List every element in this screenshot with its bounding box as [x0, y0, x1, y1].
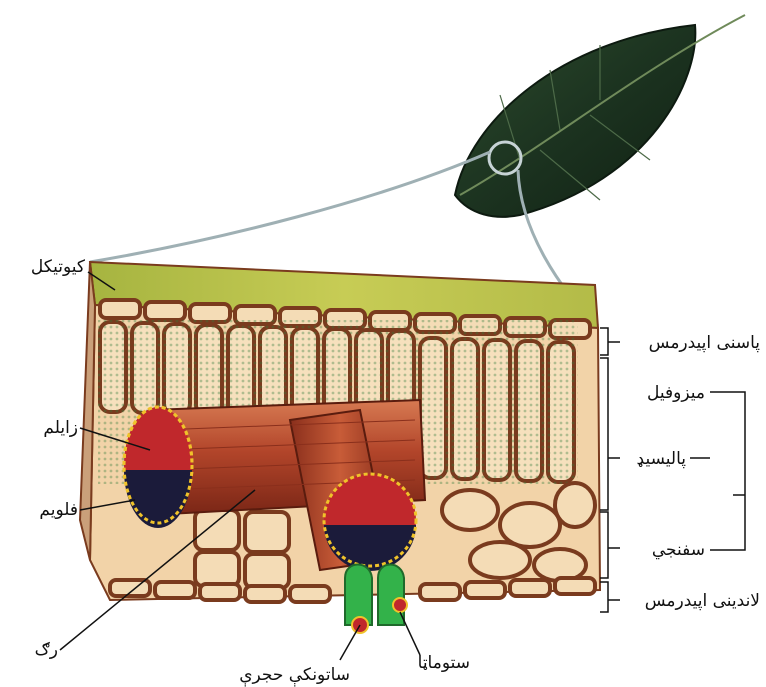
layer-brackets [600, 328, 745, 612]
label-guard-cells: ساتونکې حجرې [239, 665, 350, 687]
label-stomata: ستوماټا [418, 653, 470, 673]
label-lower-epidermis: لاندینی اپیدرمس [645, 591, 760, 611]
label-mesophyll: میزوفیل [647, 383, 705, 403]
vein-cross-section-right [324, 474, 416, 571]
label-xylem: زایلم [43, 418, 78, 438]
label-cuticle: کیوتیکل [31, 257, 86, 277]
label-phloem: فلویم [39, 500, 78, 520]
leaf-icon [455, 15, 745, 217]
label-spongy: سفنجي [652, 540, 705, 560]
label-palisade: پالیسیډ [637, 449, 687, 469]
vein-cross-section-left [124, 407, 192, 528]
label-vein: رګ [35, 640, 58, 660]
label-upper-epidermis: پاسنی اپیدرمس [649, 333, 761, 353]
